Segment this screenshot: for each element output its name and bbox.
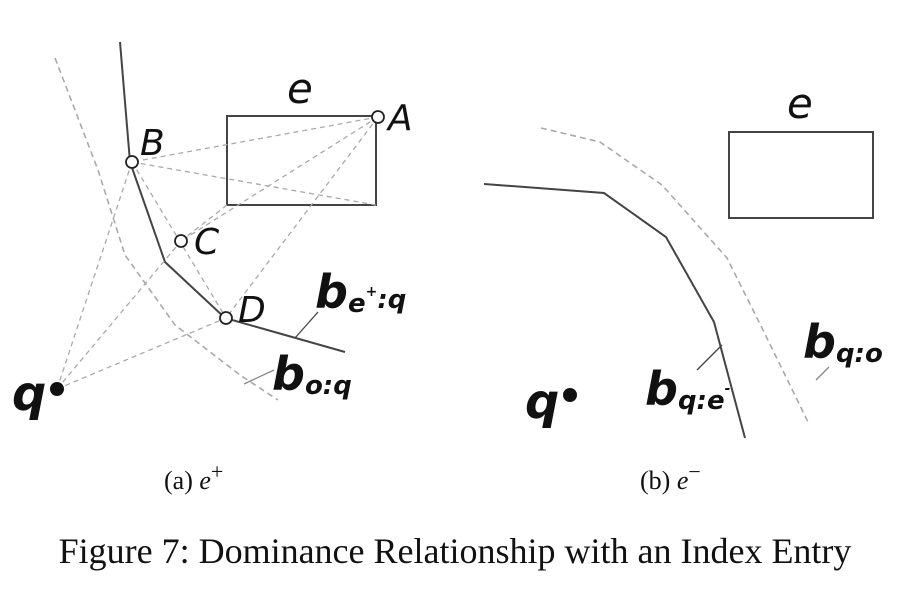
bound-solid-label-b: bq:e- [645,362,731,416]
query-label-b: q [525,374,559,430]
query-point-a [50,382,64,396]
panel-a: e A B C D q be+:q bo:q (a) e+ [12,41,413,495]
solid-bisector-a [119,41,346,353]
leader-dashed-b [815,366,830,381]
point-c [174,234,188,248]
entry-label-a: e [287,64,313,113]
point-b [125,155,139,169]
entry-label-b: e [787,79,813,128]
helper-lines-a [56,116,379,390]
bound-dashed-label-b: bq:o [803,315,883,369]
entry-rect-a [226,115,377,206]
dashed-bisector-b [540,127,809,423]
point-label-a: A [386,98,413,139]
figure-caption: Figure 7: Dominance Relationship with an… [58,531,852,571]
panel-b: e q bq:e- bq:o (b) e− [483,79,883,495]
subcaption-b: (b) e− [640,459,701,495]
entry-rect-b [728,131,874,219]
point-a [371,110,385,124]
bound-solid-label-a: be+:q [315,265,406,319]
point-label-d: D [238,290,266,331]
dashed-bisector-a [54,57,279,401]
point-label-c: C [194,222,220,263]
bound-dashed-label-a: bo:q [272,347,352,401]
leader-dashed-a [243,369,275,385]
leader-solid-a [294,311,319,339]
solid-bisector-b [483,183,746,439]
leader-solid-b [696,344,723,371]
query-point-b [563,388,577,402]
point-label-b: B [140,123,165,164]
point-d [219,311,233,325]
query-label-a: q [12,366,46,422]
subcaption-a: (a) e+ [164,459,223,495]
